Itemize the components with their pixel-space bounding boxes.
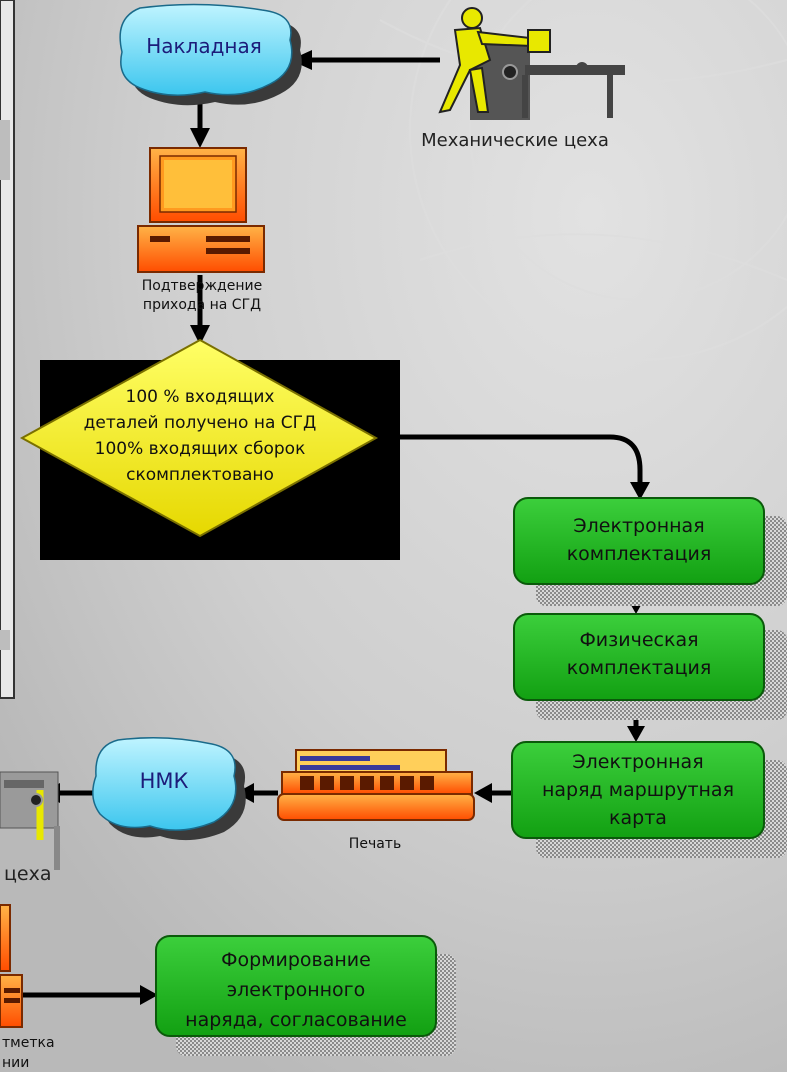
invoice-cloud: Накладная xyxy=(119,3,302,106)
route-line3: карта xyxy=(609,807,667,829)
confirm-caption: Подтверждение прихода на СГД xyxy=(142,278,262,313)
form-line3: наряда, согласование xyxy=(185,1009,407,1031)
p-kit-line2: комплектация xyxy=(567,657,712,679)
mark-label-line2: нии xyxy=(2,1055,29,1071)
process-box-physical-kitting: Физическая комплектация xyxy=(513,613,787,720)
print-label: Печать xyxy=(349,836,401,852)
printer-icon: Печать xyxy=(277,749,475,852)
worker-at-machine-icon-partial: цеха xyxy=(0,771,60,885)
process-box-route-card: Электронная наряд маршрутная карта xyxy=(511,741,787,858)
decision-node: 100 % входящих деталей получено на СГД 1… xyxy=(19,338,400,560)
e-kit-line2: комплектация xyxy=(567,543,712,565)
mech-shops-left-label: цеха xyxy=(4,863,52,885)
nmk-cloud: НМК xyxy=(92,737,246,841)
route-line1: Электронная xyxy=(572,751,703,773)
computer-icon xyxy=(137,147,265,273)
window-fragment xyxy=(0,0,15,699)
decision-line1: 100 % входящих xyxy=(126,387,275,407)
computer-icon-partial: тметка нии xyxy=(0,904,55,1071)
decision-line3: 100% входящих сборок xyxy=(95,439,306,459)
decision-line2: деталей получено на СГД xyxy=(84,413,317,433)
confirm-label-line2: прихода на СГД xyxy=(143,297,261,313)
confirm-label-line1: Подтверждение xyxy=(142,278,262,294)
process-box-order-formation: Формирование электронного наряда, соглас… xyxy=(155,935,456,1056)
form-line1: Формирование xyxy=(221,949,371,971)
form-line2: электронного xyxy=(227,979,366,1001)
process-box-electronic-kitting: Электронная комплектация xyxy=(513,497,787,606)
decision-line4: скомплектовано xyxy=(126,465,274,485)
mark-label-line1: тметка xyxy=(2,1035,55,1051)
nmk-label: НМК xyxy=(140,769,189,793)
arrow-decision-to-ekit xyxy=(376,434,643,488)
worker-at-machine-icon: Механические цеха xyxy=(421,7,625,151)
route-line2: наряд маршрутная xyxy=(542,779,734,801)
mech-shops-top-label: Механические цеха xyxy=(421,130,609,151)
e-kit-line1: Электронная xyxy=(573,515,704,537)
invoice-label: Накладная xyxy=(146,34,262,58)
p-kit-line1: Физическая xyxy=(579,629,698,651)
